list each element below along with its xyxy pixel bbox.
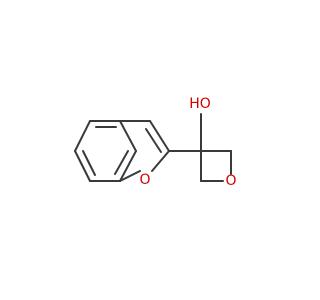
bond-c7-c7a [74,150,91,182]
bond-o1-c7a [119,170,141,182]
oxetane-oxygen-label: O [225,173,236,189]
furan-oxygen-label: O [139,172,150,188]
bond-layer [74,113,232,182]
bond-c2-o1 [151,150,170,172]
bond-c5-c6 [119,150,137,182]
chemical-structure: HO O O [74,96,237,189]
bond-benzene-inner-3 [82,150,96,176]
bond-c3-c2 [149,120,170,152]
atom-label-layer: HO O O [139,96,236,189]
bond-benzene-inner-2 [114,150,129,175]
hydroxyl-label: HO [189,96,211,112]
bond-c3-c2-double [145,128,162,153]
bond-c7a-c3a [74,120,91,152]
bond-c4-c5 [119,120,137,152]
